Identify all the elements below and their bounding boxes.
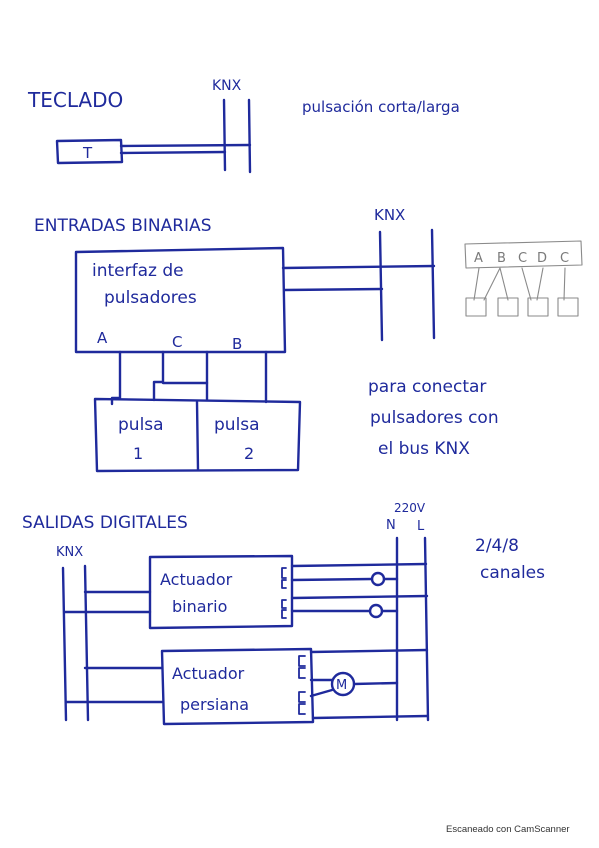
persiana-phase-bottom [311, 714, 429, 720]
entradas-note-line2: pulsadores con [370, 408, 499, 428]
persiana-contact-2 [298, 691, 306, 715]
persiana-motor-neutral [352, 681, 399, 686]
teclado-bus-line-right [247, 98, 252, 174]
wire-c-left [152, 350, 165, 402]
interfaz-line2: pulsadores [104, 288, 197, 308]
sketch-button-3 [527, 297, 549, 317]
voltage-label: 220V [394, 501, 426, 515]
sketch-button-1 [465, 297, 487, 317]
pulsa1-line1: pulsa [118, 415, 164, 435]
teclado-key-box [55, 138, 124, 165]
entradas-bus-line-left [378, 230, 384, 342]
sketch-label-d: D [537, 251, 547, 266]
salidas-knx-label: KNX [56, 545, 83, 560]
terminal-a-label: A [97, 329, 108, 347]
teclado-connection-bottom [119, 150, 227, 155]
lamp-1-icon [370, 571, 386, 587]
interfaz-bus-connection-bottom [283, 287, 384, 292]
sketch-label-b: B [497, 251, 506, 266]
terminal-b-label: B [232, 335, 242, 353]
actuador-persiana-box [160, 647, 315, 726]
entradas-bus-line-right [430, 228, 436, 340]
pencil-connector-sketch: A B C D C [464, 240, 583, 317]
teclado-knx-label: KNX [212, 78, 242, 94]
actuador-binario-box [148, 554, 294, 630]
pulsa2-line2: 2 [244, 444, 254, 463]
teclado-bus-line-left [222, 98, 227, 172]
salidas-knx-line-right [83, 564, 90, 722]
terminal-c-label: C [172, 333, 182, 351]
sketch-button-2 [497, 297, 519, 317]
sketch-button-4 [557, 297, 579, 317]
actuador-binario-line1: Actuador [160, 570, 233, 589]
teclado-key-label: T [82, 144, 93, 162]
actuador-binario-line2: binario [172, 597, 227, 616]
lamp-2-icon [368, 603, 384, 619]
teclado-note: pulsación corta/larga [302, 98, 460, 116]
scanner-watermark: Escaneado con CamScanner [446, 824, 570, 835]
actuador-persiana-line1: Actuador [172, 664, 245, 683]
interfaz-bus-connection-top [281, 264, 436, 270]
wire-a [110, 350, 122, 406]
motor-label: M [336, 678, 347, 693]
sketch-label-a: A [474, 251, 483, 266]
persiana-phase [309, 648, 429, 654]
interfaz-pulsadores-box [74, 246, 287, 354]
phase-power-line [423, 536, 430, 722]
binario-phase-1 [290, 562, 428, 568]
entradas-note-line1: para conectar [368, 377, 486, 397]
pulsa2-line1: pulsa [214, 415, 260, 435]
entradas-note-line3: el bus KNX [378, 439, 470, 459]
teclado-connection-top [119, 143, 252, 148]
binario-load-wire-1 [290, 577, 374, 582]
pulsa1-line2: 1 [133, 444, 143, 463]
channels-line2: canales [480, 563, 545, 583]
binario-contact-2 [281, 599, 287, 619]
line-label: L [417, 519, 425, 534]
interfaz-line1: interfaz de [92, 261, 184, 281]
pulsadores-divider [195, 400, 200, 472]
teclado-title: TECLADO [27, 88, 123, 112]
salidas-knx-line-left [61, 566, 68, 722]
persiana-motor-wire-down [309, 688, 334, 698]
binario-contact-1 [281, 567, 287, 589]
actuador-persiana-line2: persiana [180, 695, 249, 714]
neutral-label: N [386, 518, 396, 533]
sketch-connector-box [464, 240, 583, 269]
sketch-label-c: C [518, 251, 527, 266]
channels-line1: 2/4/8 [475, 536, 519, 556]
entradas-title: ENTRADAS BINARIAS [34, 216, 211, 236]
salidas-title: SALIDAS DIGITALES [22, 513, 188, 533]
entradas-knx-label: KNX [374, 206, 405, 224]
sketch-wires [473, 267, 566, 301]
sketch-label-c2: C [560, 251, 569, 266]
pulsadores-box [93, 397, 302, 473]
binario-phase-2 [290, 594, 429, 600]
persiana-contact-1 [298, 655, 306, 679]
